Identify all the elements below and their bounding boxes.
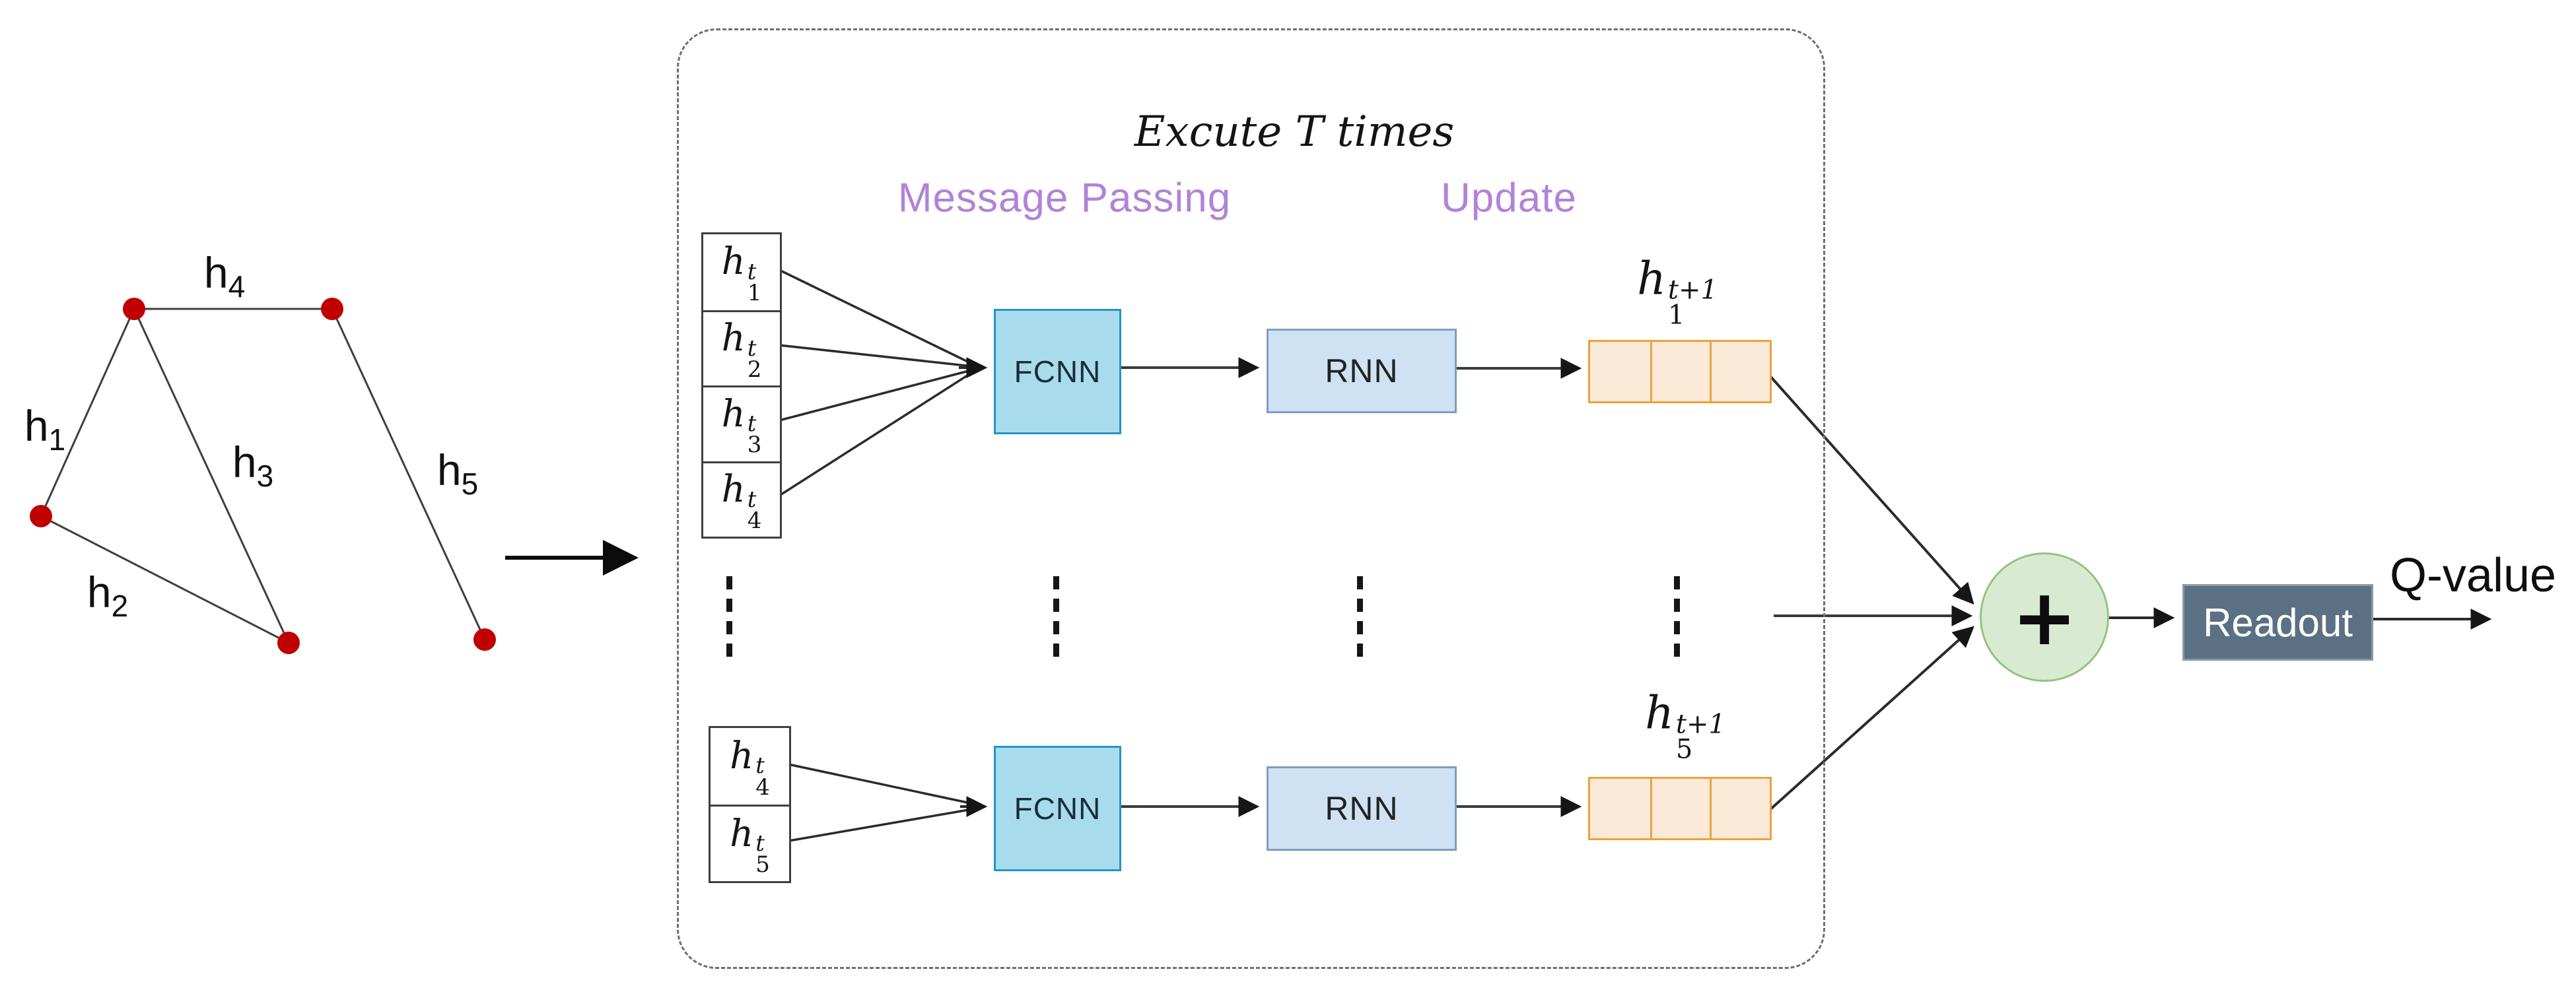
graph-edge-label-h4: h4 [203, 248, 246, 304]
execute-region-border [677, 28, 1825, 969]
graph-edge-label-h5: h5 [436, 446, 479, 502]
vertical-ellipsis-icon [1674, 576, 1680, 657]
top-fanin-lines [779, 269, 988, 497]
output-vector-segment [1710, 342, 1770, 401]
plus-icon: + [2011, 572, 2077, 663]
bottom-output-vector [1588, 777, 1772, 840]
readout-box: Readout [2182, 584, 2373, 661]
bottom-fcnn-box: FCNN [994, 746, 1121, 871]
vertical-ellipsis-icon [1357, 576, 1363, 657]
output-vector-segment [1590, 779, 1650, 838]
graph-edge-label-h1: h1 [24, 401, 66, 457]
top-flow-lines [1120, 357, 1974, 605]
top-output-vector [1588, 340, 1772, 403]
readout-lines [2108, 607, 2492, 630]
output-vector-segment [1650, 342, 1710, 401]
bottom-rnn-box: RNN [1267, 766, 1457, 851]
bottom-fanin-lines [788, 763, 988, 842]
vertical-ellipsis-icon [726, 576, 732, 657]
bottom-flow-lines [1120, 626, 1974, 817]
output-vector-segment [1590, 342, 1650, 401]
output-vector-segment [1710, 779, 1770, 838]
vertical-ellipsis-icon [1053, 576, 1059, 657]
top-fcnn-box: FCNN [994, 309, 1121, 434]
sum-node: + [1980, 552, 2109, 682]
graph-nodes [30, 298, 496, 654]
stage-label-message-passing: Message Passing [897, 175, 1232, 221]
top-rnn-box: RNN [1267, 329, 1457, 413]
graph-edge-label-h3: h3 [232, 438, 274, 494]
stage-label-update: Update [1441, 175, 1577, 221]
region-title: Excute T times [1134, 108, 1455, 156]
output-vector-segment [1650, 779, 1710, 838]
graph-edges [40, 308, 486, 644]
q-value-label: Q-value [2389, 549, 2557, 602]
graph-edge-label-h2: h2 [87, 568, 129, 624]
